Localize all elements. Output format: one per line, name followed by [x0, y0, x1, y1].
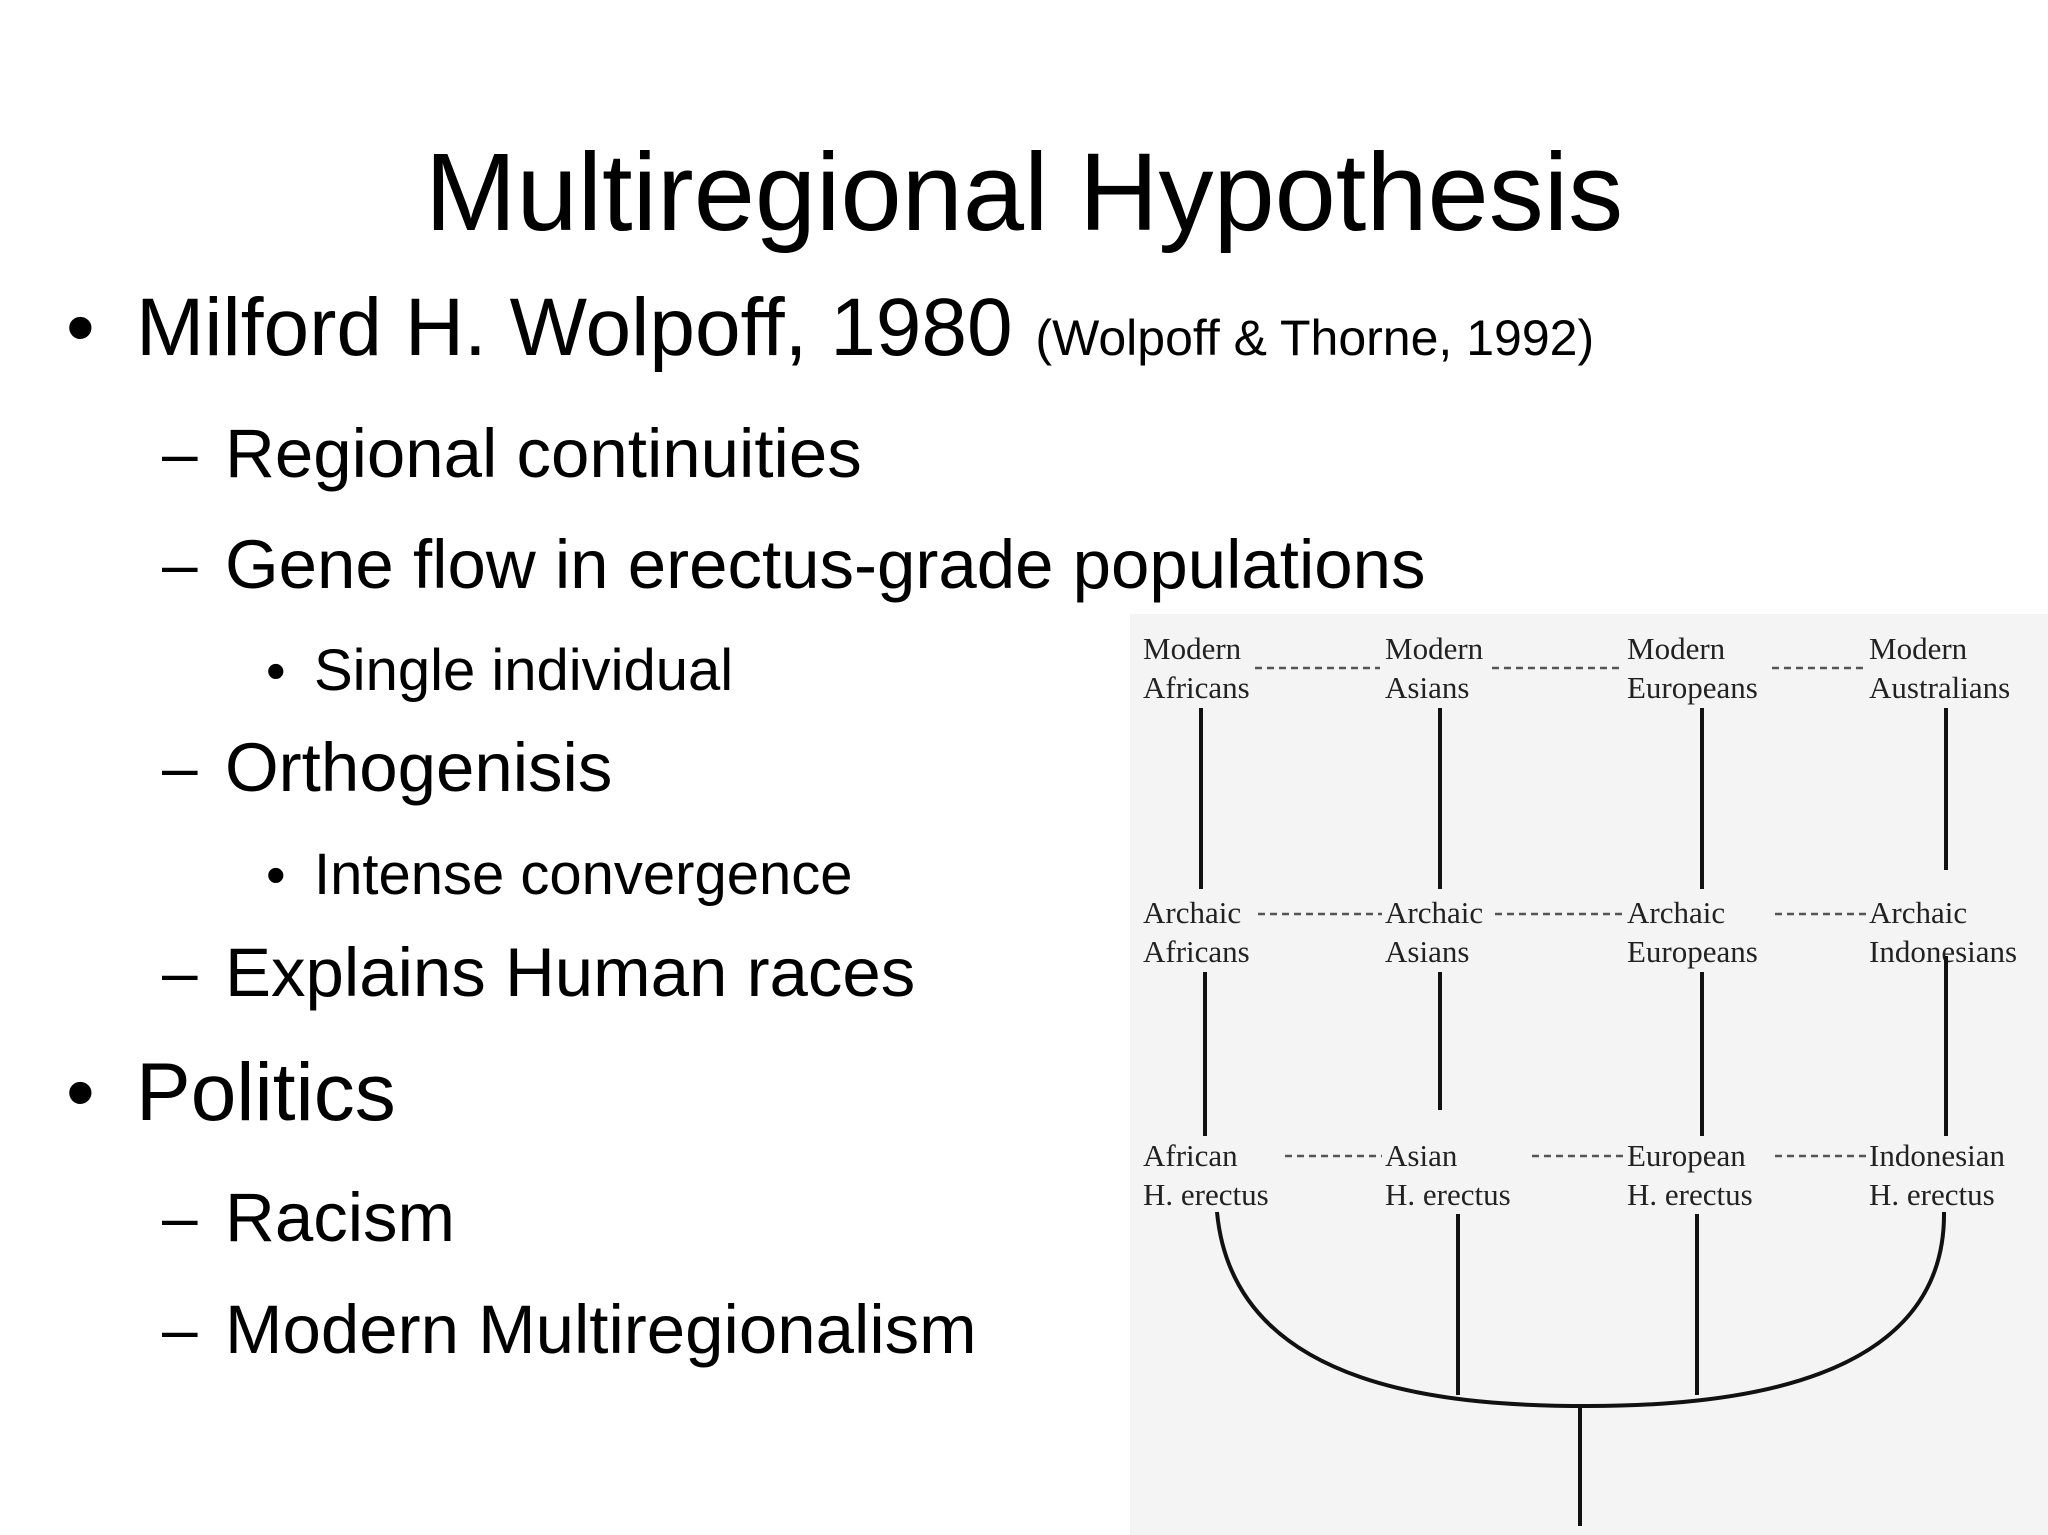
sub-point-modern-multiregionalism: Modern Multiregionalism — [225, 1291, 977, 1368]
node-modern-asians-l1: Modern — [1385, 631, 1484, 666]
bullet-author-text: Milford H. Wolpoff, 1980 — [136, 282, 1013, 373]
bullet-marker: • — [66, 1047, 95, 1138]
node-archaic-indonesians-l2: Indonesians — [1869, 934, 2017, 969]
sub-point-regional-continuities: Regional continuities — [225, 415, 862, 492]
node-modern-asians-l2: Asians — [1385, 670, 1469, 705]
node-european-erectus-l1: European — [1627, 1138, 1746, 1173]
node-indonesian-erectus-l2: H. erectus — [1869, 1177, 1995, 1212]
sub-sub-point-intense-convergence: Intense convergence — [314, 842, 853, 907]
bullet-politics: Politics — [136, 1047, 396, 1138]
node-archaic-europeans-l1: Archaic — [1627, 895, 1725, 930]
node-archaic-asians-l1: Archaic — [1385, 895, 1483, 930]
node-asian-erectus-l2: H. erectus — [1385, 1177, 1511, 1212]
node-modern-africans-l2: Africans — [1143, 670, 1250, 705]
dash-marker: – — [162, 1181, 198, 1253]
node-european-erectus-l2: H. erectus — [1627, 1177, 1753, 1212]
dash-marker: – — [162, 528, 198, 600]
node-archaic-asians-l2: Asians — [1385, 934, 1469, 969]
node-modern-australians-l1: Modern — [1869, 631, 1968, 666]
sub-point-gene-flow: Gene flow in erectus-grade populations — [225, 526, 1426, 603]
node-archaic-europeans-l2: Europeans — [1627, 934, 1758, 969]
sub-bullet-marker: • — [266, 843, 286, 906]
node-asian-erectus-l1: Asian — [1385, 1138, 1458, 1173]
sub-point-racism: Racism — [225, 1179, 456, 1256]
common-ancestry-arc — [1215, 1211, 1947, 1409]
node-modern-europeans-l2: Europeans — [1627, 670, 1758, 705]
citation: (Wolpoff & Thorne, 1992) — [1035, 310, 1595, 366]
dash-marker: – — [162, 936, 198, 1008]
modern-row: Modern Africans Modern Asians Modern Eur… — [1143, 631, 2010, 705]
erectus-row: African H. erectus Asian H. erectus Euro… — [1143, 1138, 2006, 1212]
lineage-lines — [1199, 708, 1948, 1395]
slide-title: Multiregional Hypothesis — [424, 131, 1624, 254]
node-modern-australians-l2: Australians — [1869, 670, 2010, 705]
archaic-row: Archaic Africans Archaic Asians Archaic … — [1143, 895, 2017, 969]
node-modern-africans-l1: Modern — [1143, 631, 1242, 666]
sub-point-orthogenisis: Orthogenisis — [225, 729, 613, 806]
node-indonesian-erectus-l1: Indonesian — [1869, 1138, 2006, 1173]
dash-marker: – — [162, 1293, 198, 1365]
sub-sub-point-single-individual: Single individual — [314, 638, 734, 703]
sub-point-human-races: Explains Human races — [225, 934, 916, 1011]
node-african-erectus-l2: H. erectus — [1143, 1177, 1269, 1212]
node-archaic-africans-l1: Archaic — [1143, 895, 1241, 930]
node-modern-europeans-l1: Modern — [1627, 631, 1726, 666]
bullet-marker: • — [66, 282, 95, 373]
sub-bullet-marker: • — [266, 639, 286, 702]
multiregional-tree-diagram: Modern Africans Modern Asians Modern Eur… — [1130, 614, 2048, 1535]
bullet-author: Milford H. Wolpoff, 1980 (Wolpoff & Thor… — [136, 283, 1594, 383]
node-african-erectus-l1: African — [1143, 1138, 1238, 1173]
dash-marker: – — [162, 731, 198, 803]
node-archaic-indonesians-l1: Archaic — [1869, 895, 1967, 930]
node-archaic-africans-l2: Africans — [1143, 934, 1250, 969]
dash-marker: – — [162, 417, 198, 489]
